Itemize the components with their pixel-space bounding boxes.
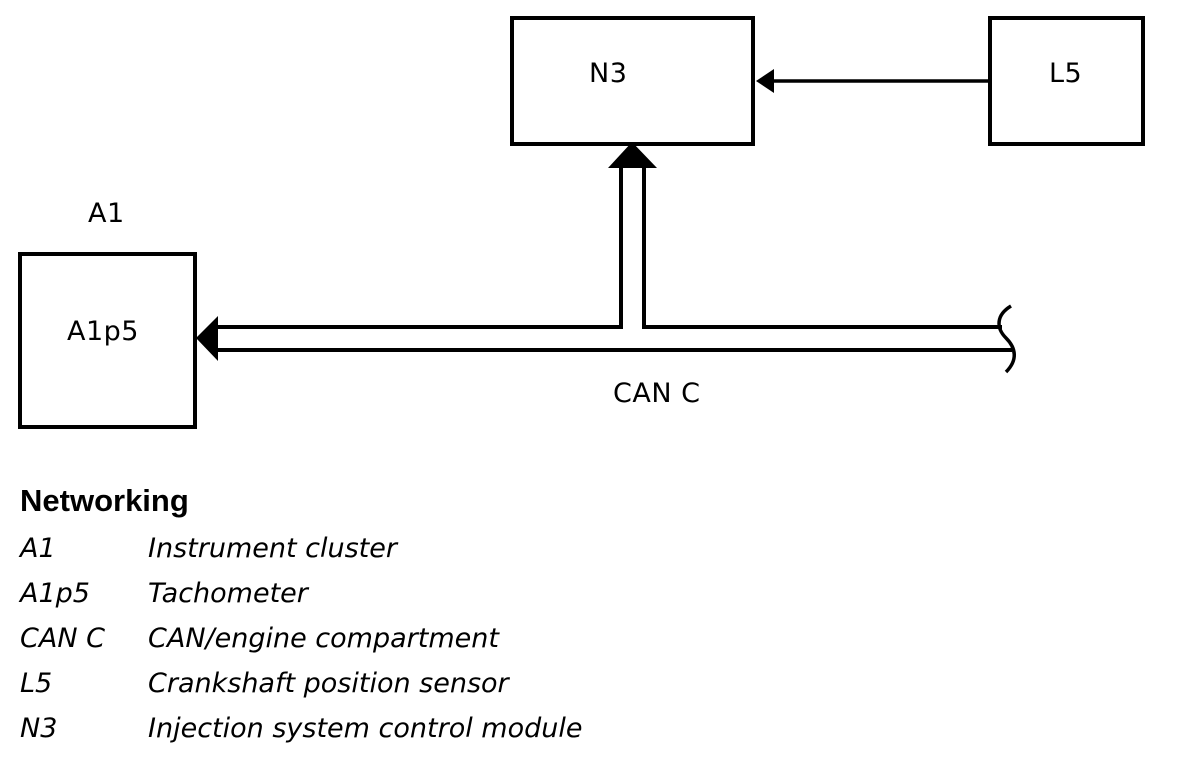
legend-description: Injection system control module — [148, 713, 583, 744]
n3-box — [510, 16, 755, 146]
legend-title: Networking — [20, 483, 189, 518]
bus-top-line — [215, 168, 623, 329]
legend-row-can-c: CAN C CAN/engine compartment — [20, 616, 920, 661]
l5-to-n3-arrowhead — [756, 69, 774, 93]
n3-label: N3 — [589, 58, 628, 89]
legend-description: Crankshaft position sensor — [148, 668, 509, 699]
legend-description: Tachometer — [148, 578, 308, 609]
legend-code: CAN C — [20, 623, 105, 654]
legend: Networking A1 Instrument cluster A1p5 Ta… — [20, 482, 920, 751]
can-c-label: CAN C — [613, 378, 701, 409]
a1p5-label: A1p5 — [67, 316, 139, 347]
diagram-canvas — [18, 16, 1145, 429]
bus-to-a1p5-arrowhead — [196, 316, 218, 361]
bus-to-n3-arrowhead — [608, 142, 657, 168]
legend-description: CAN/engine compartment — [148, 623, 499, 654]
legend-description: Instrument cluster — [148, 533, 397, 564]
can-c-bus — [215, 168, 1016, 374]
legend-row-a1: A1 Instrument cluster — [20, 526, 920, 571]
l5-label: L5 — [1049, 58, 1083, 89]
legend-code: A1 — [20, 533, 56, 564]
legend-row-n3: N3 Injection system control module — [20, 706, 920, 751]
a1-title: A1 — [88, 198, 125, 229]
legend-code: A1p5 — [20, 578, 90, 609]
legend-row-a1p5: A1p5 Tachometer — [20, 571, 920, 616]
legend-code: L5 — [20, 668, 53, 699]
a1-box — [18, 252, 197, 429]
network-diagram: N3 L5 A1 A1p5 CAN C — [18, 16, 1145, 429]
legend-row-l5: L5 Crankshaft position sensor — [20, 661, 920, 706]
bus-break-symbol — [997, 304, 1016, 374]
bus-top-line-right — [642, 168, 1002, 329]
legend-code: N3 — [20, 713, 58, 744]
